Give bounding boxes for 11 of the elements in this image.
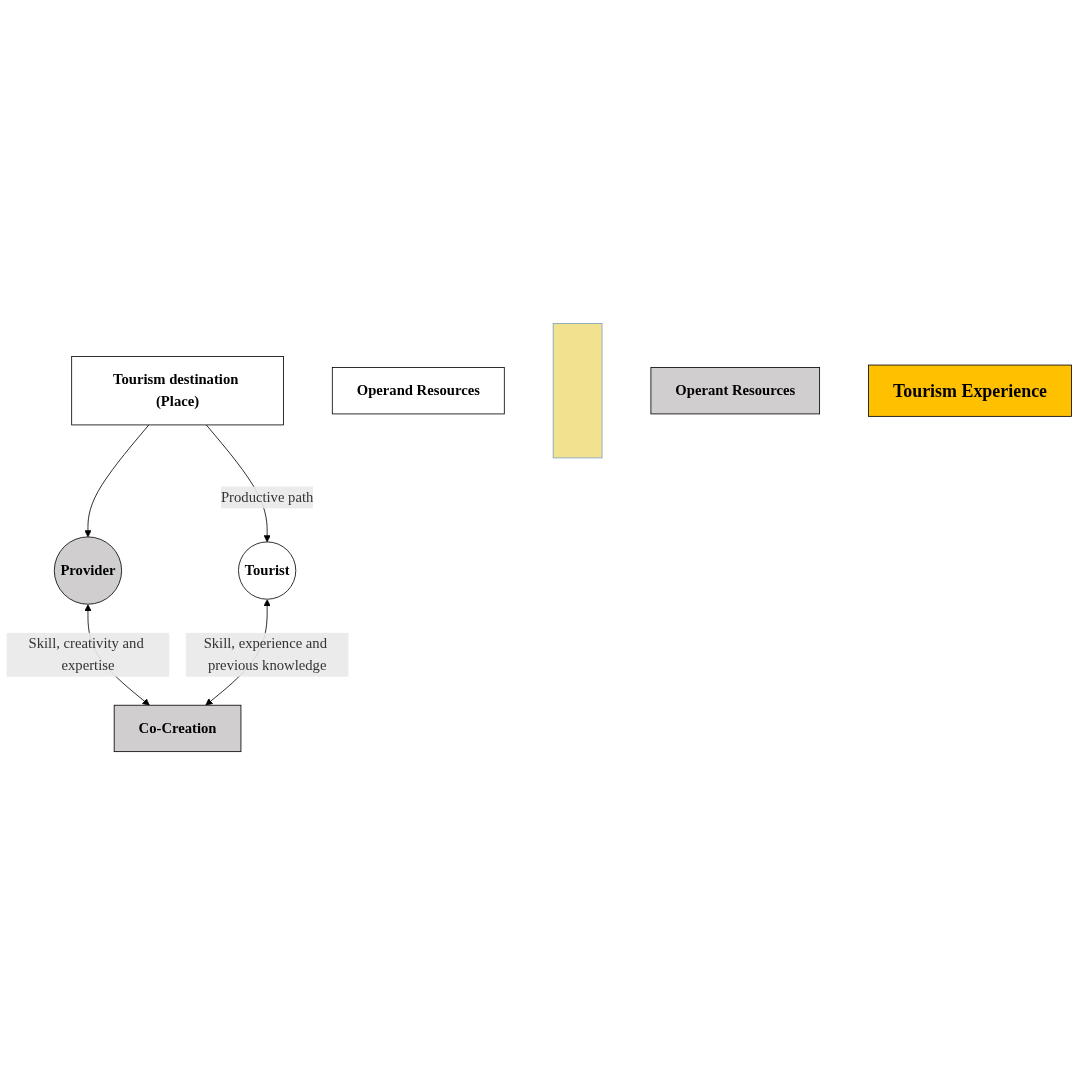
edge-label: Skill, creativity and expertise <box>28 635 144 674</box>
edge-label: Productive path <box>220 488 314 506</box>
node-circle: Provider <box>53 536 123 605</box>
edge-label: Skill, experience and previous knowledge <box>203 635 327 674</box>
node-box: Operand Resources <box>331 367 505 415</box>
node-bar <box>552 323 603 459</box>
node-box: Co-Creation <box>113 704 242 752</box>
node-circle: Tourist <box>238 541 297 600</box>
node-box: Tourism Experience <box>868 364 1072 417</box>
node-box: Operant Resources <box>650 367 821 415</box>
node-box: Tourism destination (Place) <box>71 356 284 426</box>
